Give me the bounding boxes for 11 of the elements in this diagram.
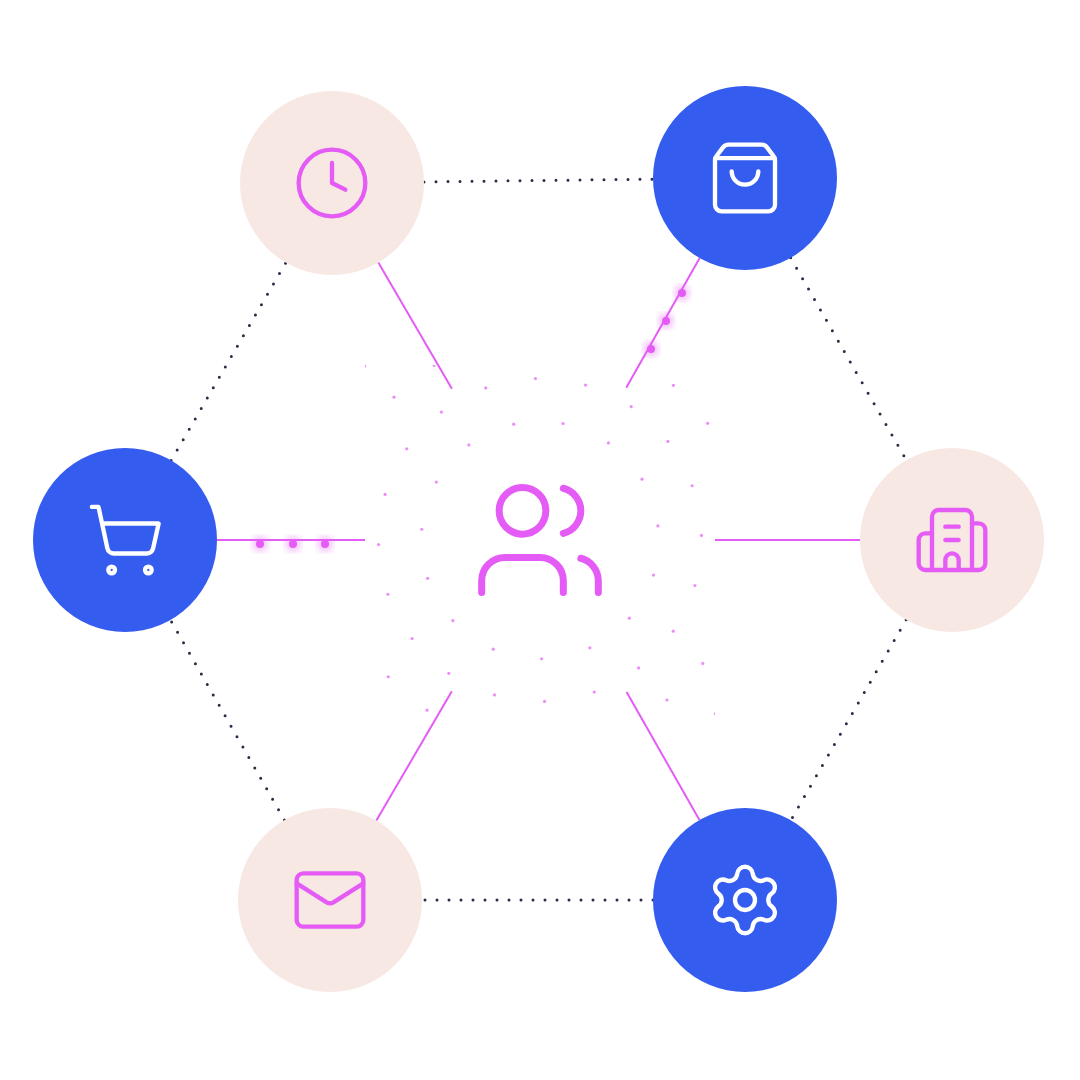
dot-field	[365, 365, 715, 715]
dotted-line	[789, 618, 908, 822]
connector-line	[625, 691, 701, 822]
connector-line	[216, 539, 366, 541]
dotted-line	[169, 261, 288, 462]
dotted-line	[169, 618, 286, 822]
connector-line	[377, 261, 453, 390]
dotted-line	[422, 177, 655, 184]
connector-line	[714, 539, 861, 541]
connector-line	[375, 690, 453, 822]
connector-line	[625, 257, 701, 389]
